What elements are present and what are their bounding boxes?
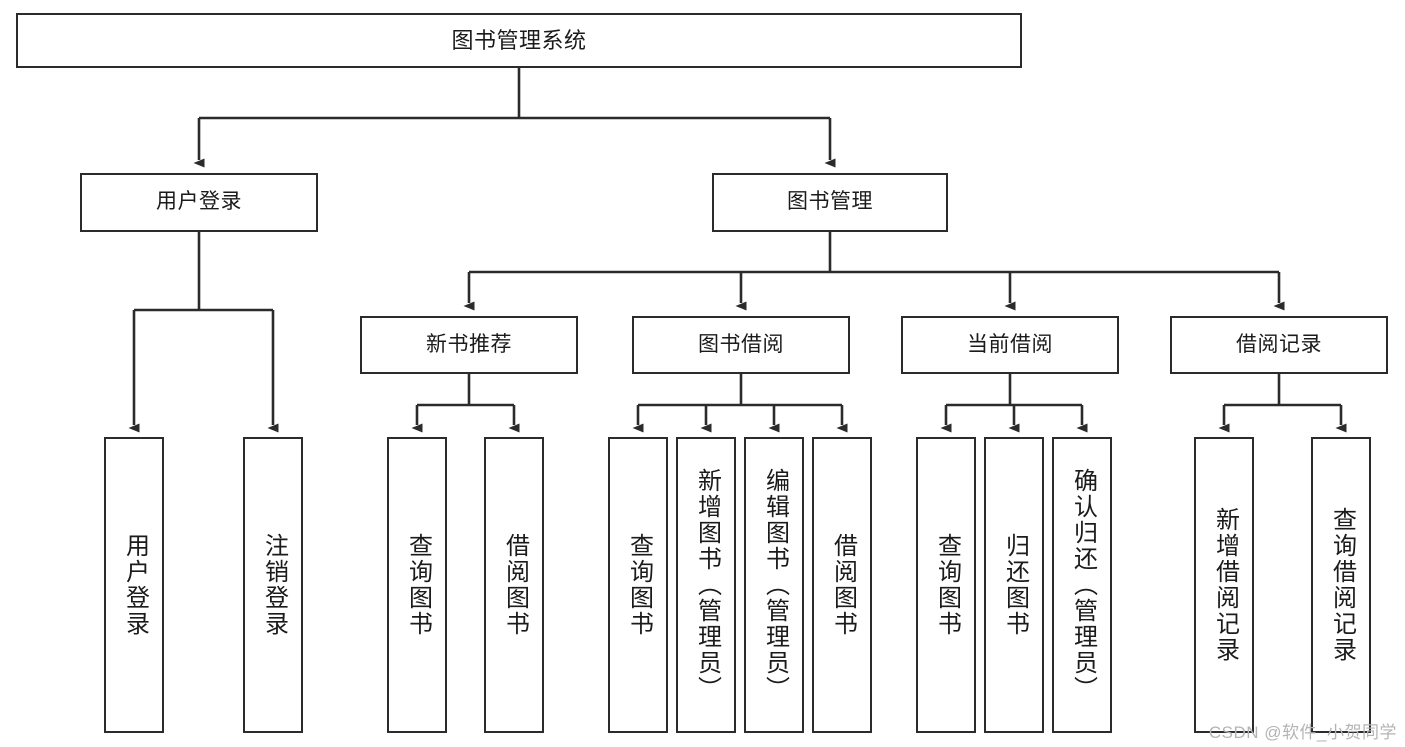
node-current-borrow[interactable]: 当前借阅 xyxy=(901,316,1119,374)
node-book-borrow[interactable]: 图书借阅 xyxy=(632,316,850,374)
leaf-add-book-label: 新增图书（管理员） xyxy=(693,468,721,702)
leaf-query-record[interactable]: 查询借阅记录 xyxy=(1311,437,1371,733)
leaf-edit-book[interactable]: 编辑图书（管理员） xyxy=(744,437,804,733)
leaf-borrow-book-1-label: 借阅图书 xyxy=(501,533,529,637)
leaf-add-record[interactable]: 新增借阅记录 xyxy=(1194,437,1254,733)
leaf-borrow-book-1[interactable]: 借阅图书 xyxy=(484,437,544,733)
leaf-query-book-1[interactable]: 查询图书 xyxy=(387,437,447,733)
node-book-borrow-label: 图书借阅 xyxy=(698,332,784,356)
watermark: CSDN @软件_小贺同学 xyxy=(1208,723,1397,742)
leaf-query-book-3-label: 查询图书 xyxy=(933,533,961,637)
node-new-book-recommend[interactable]: 新书推荐 xyxy=(360,316,578,374)
leaf-confirm-return-label: 确认归还（管理员） xyxy=(1069,468,1097,702)
node-borrow-record-label: 借阅记录 xyxy=(1236,332,1322,356)
node-root-label: 图书管理系统 xyxy=(451,27,587,53)
leaf-query-book-2[interactable]: 查询图书 xyxy=(608,437,668,733)
leaf-query-book-3[interactable]: 查询图书 xyxy=(916,437,976,733)
leaf-borrow-book-2[interactable]: 借阅图书 xyxy=(812,437,872,733)
leaf-query-record-label: 查询借阅记录 xyxy=(1328,507,1356,663)
node-new-book-recommend-label: 新书推荐 xyxy=(426,332,512,356)
leaf-edit-book-label: 编辑图书（管理员） xyxy=(761,468,789,702)
leaf-query-book-1-label: 查询图书 xyxy=(404,533,432,637)
leaf-add-record-label: 新增借阅记录 xyxy=(1211,507,1239,663)
leaf-user-login-label: 用户登录 xyxy=(121,533,149,637)
node-book-management-label: 图书管理 xyxy=(787,190,873,214)
node-borrow-record[interactable]: 借阅记录 xyxy=(1170,316,1388,374)
node-book-management[interactable]: 图书管理 xyxy=(712,173,948,232)
node-user-login[interactable]: 用户登录 xyxy=(80,173,318,232)
leaf-user-login[interactable]: 用户登录 xyxy=(104,437,164,733)
leaf-logout-label: 注销登录 xyxy=(260,533,288,637)
leaf-return-book[interactable]: 归还图书 xyxy=(984,437,1044,733)
leaf-borrow-book-2-label: 借阅图书 xyxy=(829,533,857,637)
leaf-query-book-2-label: 查询图书 xyxy=(625,533,653,637)
node-user-login-label: 用户登录 xyxy=(156,190,242,214)
leaf-confirm-return[interactable]: 确认归还（管理员） xyxy=(1052,437,1112,733)
leaf-logout[interactable]: 注销登录 xyxy=(243,437,303,733)
node-root[interactable]: 图书管理系统 xyxy=(16,13,1022,68)
node-current-borrow-label: 当前借阅 xyxy=(967,332,1053,356)
leaf-add-book[interactable]: 新增图书（管理员） xyxy=(676,437,736,733)
leaf-return-book-label: 归还图书 xyxy=(1001,533,1029,637)
